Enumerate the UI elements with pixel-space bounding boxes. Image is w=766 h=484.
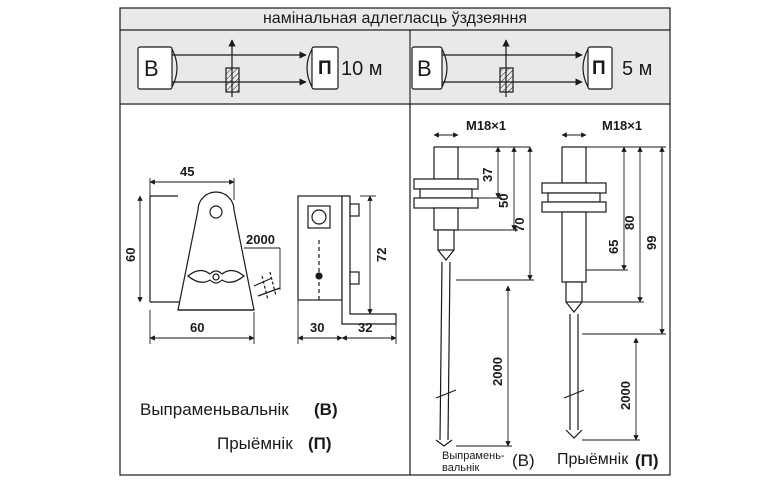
emitter-caption-line1: Выпрамень- xyxy=(442,450,505,462)
bracket-front-view xyxy=(149,191,281,311)
emitter-box-icon xyxy=(411,46,443,90)
emitter-dim-70: 70 xyxy=(512,218,527,232)
dim-side-base-a: 30 xyxy=(310,320,324,335)
dim-cable: 2000 xyxy=(246,232,275,247)
emitter-sensor xyxy=(413,146,479,447)
receiver-thread: M18×1 xyxy=(602,118,642,133)
range-panel-bg-right xyxy=(411,31,669,103)
receiver-dim-2000: 2000 xyxy=(618,381,633,410)
side-dimensions xyxy=(297,195,397,344)
emitter-box-icon xyxy=(137,46,173,90)
receiver-caption: Прыёмнік xyxy=(557,451,629,468)
receiver-sensor xyxy=(541,146,607,439)
emitter-dim-37: 37 xyxy=(480,168,495,182)
range-panel-2 xyxy=(411,39,613,97)
legend-emitter-letter: (В) xyxy=(314,400,338,419)
header-title: намінальная адлегласць ўздзеяння xyxy=(120,8,670,30)
emitter-caption-line2: вальнік xyxy=(442,462,480,474)
emitter-thread: M18×1 xyxy=(466,118,506,133)
target-object-icon xyxy=(225,67,240,93)
emitter-dim-2000: 2000 xyxy=(490,357,505,386)
bracket-side-view xyxy=(297,195,397,325)
bracket-dimensions xyxy=(137,178,281,344)
dim-height: 60 xyxy=(123,248,138,262)
receiver-box-icon xyxy=(311,46,339,90)
dim-top-width: 45 xyxy=(180,164,194,179)
legend-receiver-letter: (П) xyxy=(308,434,332,453)
emitter-dimensions xyxy=(433,132,534,447)
emitter-letter: В xyxy=(144,56,159,81)
table-grid xyxy=(119,7,671,476)
receiver-dimensions xyxy=(561,132,666,441)
range-panel-1 xyxy=(137,39,339,97)
emitter-letter: В xyxy=(417,56,432,81)
receiver-letter: П xyxy=(318,58,332,79)
range-distance: 10 м xyxy=(341,58,383,80)
dim-side-base-b: 32 xyxy=(358,320,372,335)
target-object-icon xyxy=(499,67,514,93)
receiver-caption-letter: (П) xyxy=(635,451,659,470)
range-distance: 5 м xyxy=(622,58,653,80)
receiver-dim-65: 65 xyxy=(606,240,621,254)
emitter-caption-letter: (В) xyxy=(512,451,535,470)
emitter-dim-50: 50 xyxy=(496,194,511,208)
receiver-box-icon xyxy=(587,46,613,90)
receiver-dim-99: 99 xyxy=(644,236,659,250)
receiver-dim-80: 80 xyxy=(622,216,637,230)
dim-side-height: 72 xyxy=(374,248,389,262)
receiver-letter: П xyxy=(592,58,606,79)
legend-emitter-label: Выпраменьвальнік xyxy=(140,400,289,419)
legend-receiver-label: Прыёмнік xyxy=(217,434,293,453)
dim-base-width: 60 xyxy=(190,320,204,335)
